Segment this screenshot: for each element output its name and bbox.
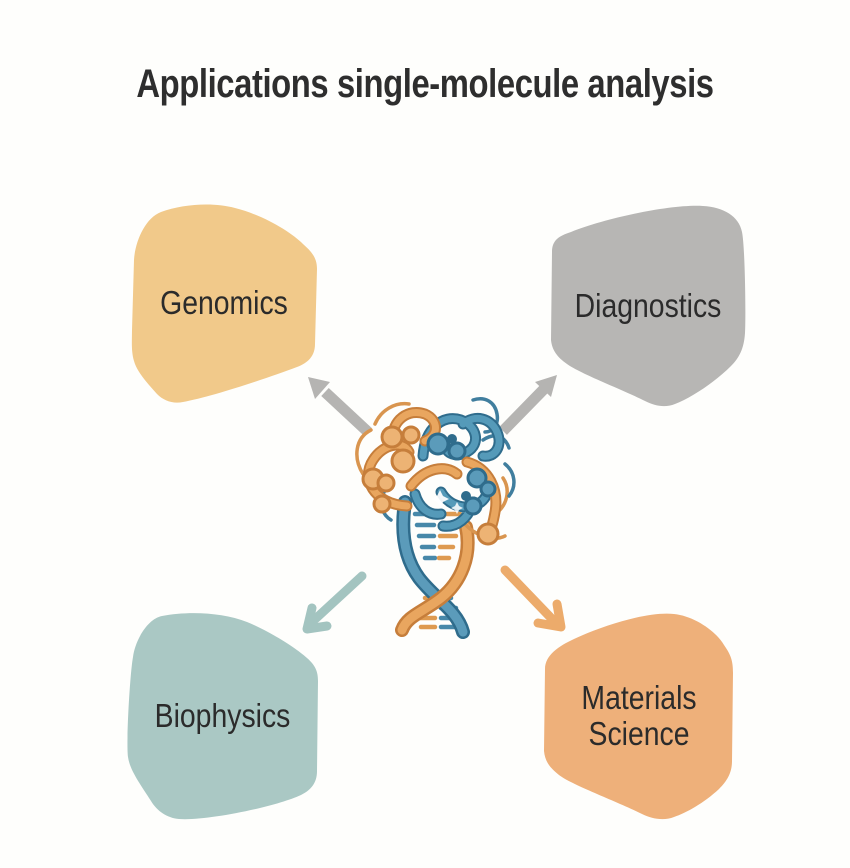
biophysics-label: Biophysics — [154, 696, 291, 734]
node-materials-science: Materials Science — [544, 613, 734, 820]
node-genomics: Genomics — [131, 204, 317, 403]
dna-molecule-illustration — [355, 397, 516, 639]
diagram-title: Applications single-molecule analysis — [136, 62, 714, 106]
node-diagnostics: Diagnostics — [551, 205, 746, 407]
biophysics-blob-shape — [127, 613, 318, 820]
node-biophysics: Biophysics — [127, 613, 318, 820]
materials-science-label: Materials Science — [581, 678, 697, 752]
materials-science-blob-shape — [544, 613, 733, 820]
genomics-label: Genomics — [160, 284, 288, 321]
genomics-blob-shape — [131, 204, 317, 403]
diagnostics-blob-shape — [551, 205, 746, 407]
diagnostics-label: Diagnostics — [574, 286, 722, 324]
molecule-tangle — [355, 397, 516, 546]
dna-helix — [395, 495, 475, 639]
